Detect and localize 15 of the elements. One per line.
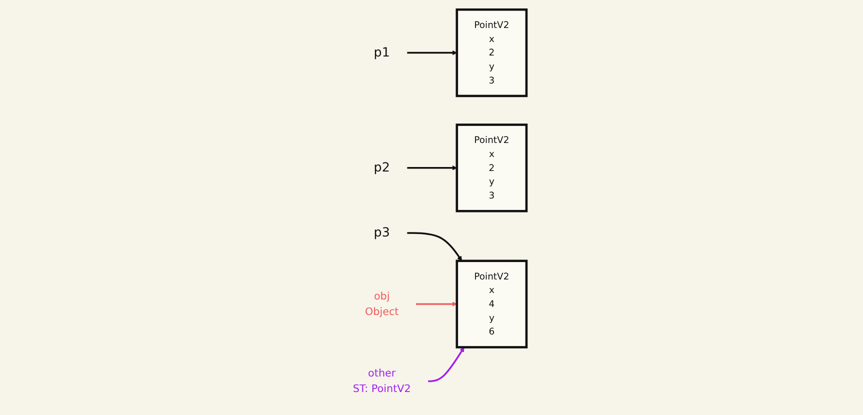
node-box: PointV2 x 2 y 3	[456, 8, 528, 98]
node-box: PointV2 x 4 y 6	[456, 260, 528, 348]
arrow	[428, 347, 465, 382]
arrow	[416, 302, 458, 307]
arrow	[408, 165, 458, 170]
node-text: p1	[374, 46, 390, 60]
arrow	[408, 232, 462, 262]
node-text: p3	[374, 226, 390, 240]
arrow	[408, 50, 458, 56]
node-text: p2	[374, 160, 390, 176]
node-label: Object	[365, 306, 400, 318]
node-box: PointV2 x 2 y 3	[456, 124, 528, 212]
node-text: other	[368, 367, 396, 380]
node-text: obj	[374, 290, 390, 302]
node-label: ST: PointV2	[353, 382, 412, 396]
